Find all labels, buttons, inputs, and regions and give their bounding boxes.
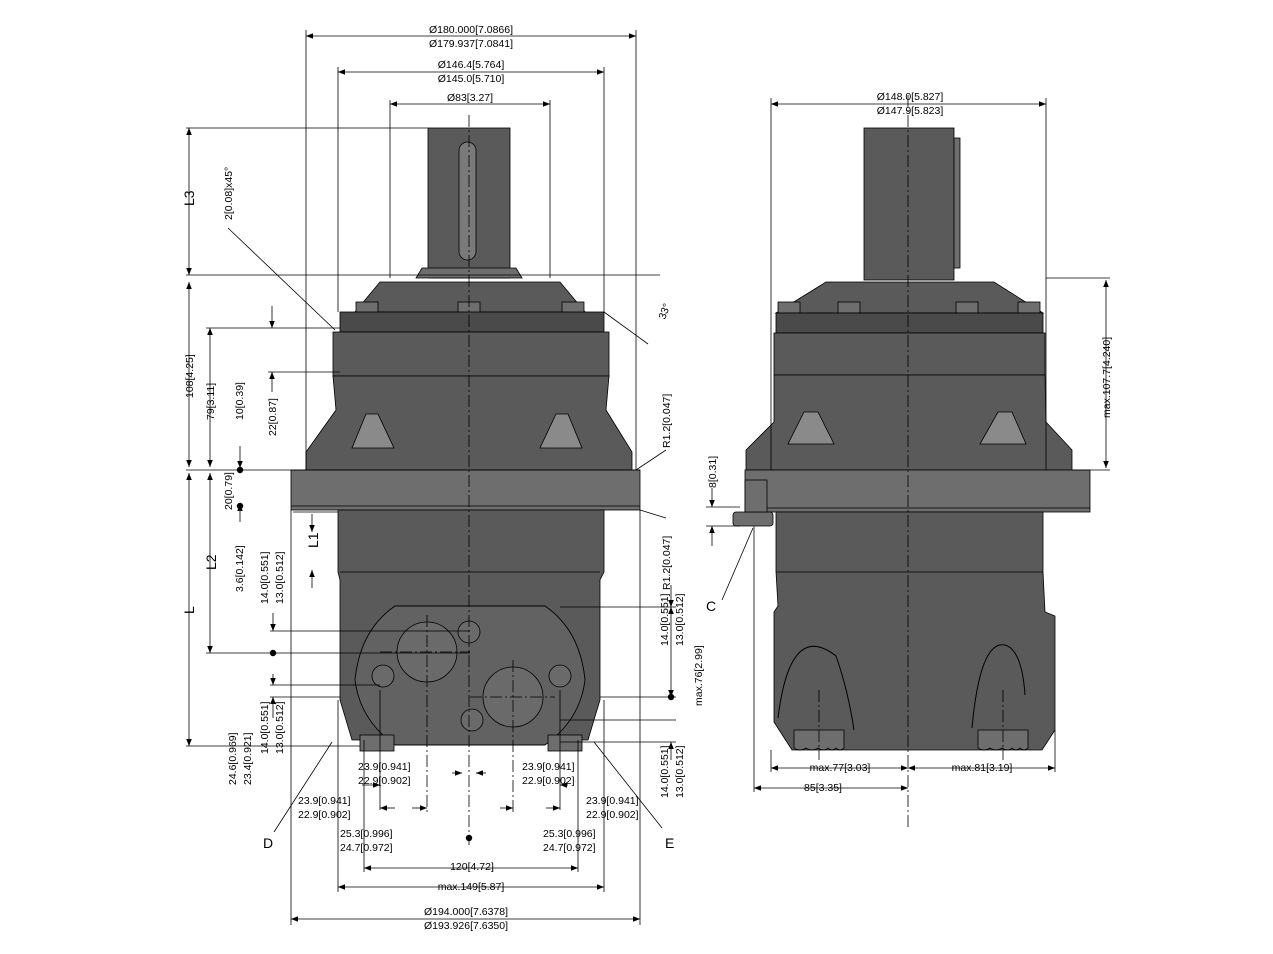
dim-d180-upper: Ø180.000[7.0866]	[429, 24, 513, 36]
angle-label: 33°	[657, 302, 674, 321]
front-dimension-text: Ø180.000[7.0866] Ø179.937[7.0841] Ø146.4…	[181, 24, 716, 932]
side-bolt-2	[837, 301, 861, 314]
front-housing-upper	[332, 331, 610, 377]
dim-23-9-b-upper: 23.9[0.941]	[522, 761, 575, 773]
side-port-arc-left	[777, 645, 855, 731]
side-extension-lines	[706, 98, 1110, 792]
side-vent-left	[787, 411, 835, 445]
dim-23-9-d-lower: 22.9[0.902]	[586, 809, 639, 821]
dim-14a-upper: 14.0[0.551]	[259, 551, 271, 604]
front-leaders	[227, 227, 667, 833]
l-label: L	[181, 606, 197, 614]
side-flange	[744, 469, 1091, 513]
front-dimension-lines	[186, 33, 674, 922]
vent-right	[539, 413, 583, 449]
dim-85: 85[3.35]	[804, 782, 842, 794]
side-plug-nut	[732, 511, 774, 527]
dim-25-3-b-lower: 24.7[0.972]	[543, 842, 596, 854]
chamfer-label: 2[0.08]x45°	[223, 167, 235, 220]
drain-hole-bottom	[460, 708, 484, 732]
dim-d146-upper: Ø146.4[5.764]	[438, 59, 505, 71]
dim-3-6: 3.6[0.142]	[234, 545, 246, 592]
front-dots	[236, 466, 675, 842]
side-view	[732, 95, 1091, 830]
label-e: E	[665, 835, 674, 851]
max-76: max.76[2.99]	[693, 645, 705, 706]
dim-d83: Ø83[3.27]	[447, 92, 493, 104]
l1-label: L1	[305, 532, 321, 548]
dim-23-9-c-upper: 23.9[0.941]	[298, 795, 351, 807]
r1-top: R1.2[0.047]	[661, 394, 673, 448]
side-dimension-text: Ø148.0[5.827] Ø147.9[5.823] max.107.7[4.…	[707, 91, 1113, 794]
dim-d146-lower: Ø145.0[5.710]	[438, 73, 505, 85]
front-view	[290, 115, 641, 845]
side-lower-body	[773, 511, 1056, 751]
l3-label: L3	[181, 190, 197, 206]
shaft-keyway	[458, 141, 477, 261]
side-plug-stem	[744, 479, 768, 513]
dim-23-9-c-lower: 22.9[0.902]	[298, 809, 351, 821]
dim-14b-lower: 13.0[0.512]	[274, 701, 286, 754]
dim-25-3-a-lower: 24.7[0.972]	[340, 842, 393, 854]
dim-23-9-d-upper: 23.9[0.941]	[586, 795, 639, 807]
dim-8: 8[0.31]	[707, 456, 719, 488]
r1-bottom: R1.2[0.047]	[661, 536, 673, 590]
drain-hole-right	[548, 664, 572, 688]
dim-25-3-a-upper: 25.3[0.996]	[340, 828, 393, 840]
side-housing-taper	[745, 374, 1073, 471]
dim-24-6-upper: 24.6[0.969]	[227, 732, 239, 785]
max-81: max.81[3.19]	[952, 762, 1013, 774]
dim-24-6-lower: 23.4[0.921]	[242, 732, 254, 785]
dim-79: 79[3.11]	[205, 383, 217, 420]
dim-25-3-b-upper: 25.3[0.996]	[543, 828, 596, 840]
side-vent-right	[979, 411, 1027, 445]
dim-10: 10[0.39]	[234, 382, 246, 420]
side-bolt-3	[955, 301, 979, 314]
dim-14d-upper: 14.0[0.551]	[659, 745, 671, 798]
max-107: max.107.7[4.240]	[1101, 337, 1113, 418]
dim-14c-lower: 13.0[0.512]	[674, 593, 686, 646]
dim-23-9-b-lower: 22.9[0.902]	[522, 775, 575, 787]
label-d: D	[263, 835, 273, 851]
front-flange	[290, 469, 641, 511]
foot-right	[547, 734, 583, 752]
dim-14b-upper: 14.0[0.551]	[259, 701, 271, 754]
front-ring-band	[339, 311, 605, 333]
side-housing-upper	[773, 332, 1046, 376]
dim-108: 108[4.25]	[184, 354, 196, 398]
vent-left	[351, 413, 395, 449]
dim-d180-lower: Ø179.937[7.0841]	[429, 38, 513, 50]
dim-20: 20[0.79]	[223, 472, 235, 510]
bolt-head-left	[355, 301, 379, 314]
l2-label: L2	[203, 554, 219, 570]
side-dimension-lines	[709, 101, 1109, 791]
dim-120: 120[4.72]	[450, 861, 494, 873]
dim-23-9-a-upper: 23.9[0.941]	[358, 761, 411, 773]
dim-23-9-a-lower: 22.9[0.902]	[358, 775, 411, 787]
side-bolt-4	[1017, 301, 1041, 314]
dim-14c-upper: 14.0[0.551]	[659, 593, 671, 646]
front-extension-lines	[186, 30, 676, 925]
bolt-head-right	[561, 301, 585, 314]
side-bolt-1	[777, 301, 801, 314]
dim-d148-lower: Ø147.9[5.823]	[877, 105, 944, 117]
side-shaft-key	[953, 137, 961, 269]
dim-d148-upper: Ø148.0[5.827]	[877, 91, 944, 103]
dim-14d-lower: 13.0[0.512]	[674, 745, 686, 798]
side-shaft	[863, 127, 955, 281]
foot-left	[359, 734, 395, 752]
max-77: max.77[3.03]	[810, 762, 871, 774]
dim-14a-lower: 13.0[0.512]	[274, 551, 286, 604]
shaft-collar	[415, 267, 523, 279]
dim-d194-upper: Ø194.000[7.6378]	[424, 906, 508, 918]
drain-hole-left	[371, 664, 395, 688]
max-149: max.149[5.87]	[438, 881, 505, 893]
dim-d194-lower: Ø193.926[7.6350]	[424, 920, 508, 932]
side-top-cover	[774, 281, 1045, 314]
label-c: C	[706, 598, 716, 614]
side-ring-band	[775, 312, 1044, 334]
dim-22: 22[0.87]	[267, 398, 279, 436]
side-port-arc-right	[971, 644, 1026, 729]
